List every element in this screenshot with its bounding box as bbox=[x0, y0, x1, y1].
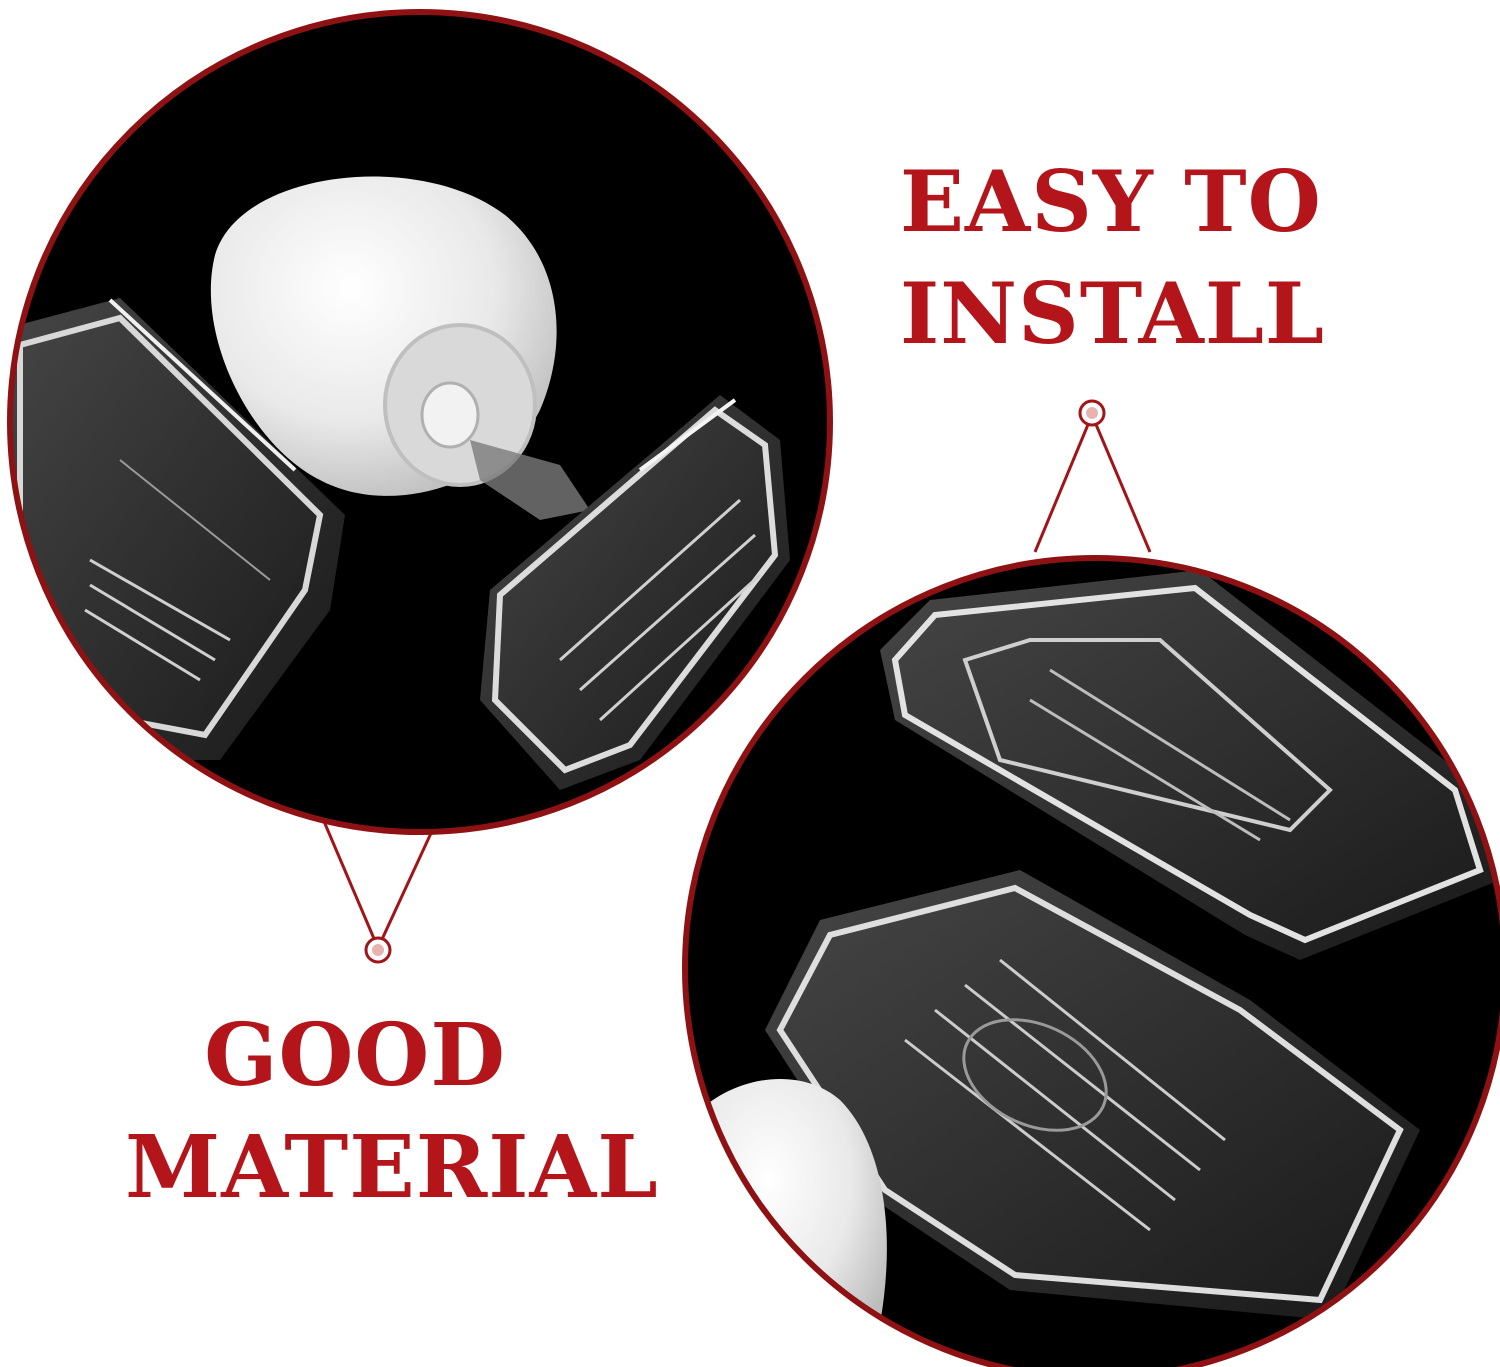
connector-easy-install bbox=[1033, 399, 1152, 553]
clip-closeup-photo bbox=[682, 555, 1500, 1367]
easy-to-install-line2: INSTALL bbox=[900, 264, 1325, 363]
easy-to-install-line1: EASY TO bbox=[900, 152, 1322, 251]
connector-good-material bbox=[318, 811, 440, 964]
good-material-line1: GOOD bbox=[204, 1005, 506, 1106]
good-material-line2: MATERIAL bbox=[125, 1117, 659, 1218]
roller-closeup-photo bbox=[7, 9, 833, 835]
